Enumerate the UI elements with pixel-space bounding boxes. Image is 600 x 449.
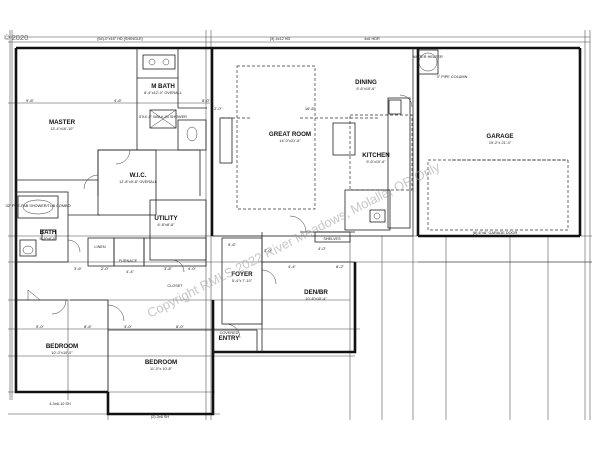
garage-door-note: (8)-6"x8" GARAGE DOOR bbox=[473, 231, 518, 235]
room-label-mbath: M BATH bbox=[151, 83, 175, 90]
room-size-bedroom-1: 10'-0"x10'-0" bbox=[51, 351, 73, 355]
dim-label: 4'-6" bbox=[114, 98, 123, 103]
kitchen-fixtures bbox=[219, 97, 411, 231]
dim-label: 8'-2" bbox=[336, 264, 345, 269]
dim-label: 5'-0" bbox=[36, 324, 45, 329]
furnace-note: FURNACE bbox=[119, 259, 138, 263]
water-heater bbox=[417, 49, 439, 75]
room-size-great-room: 14'-0"x21'-6" bbox=[279, 139, 301, 143]
room-label-utility: UTILITY bbox=[154, 215, 178, 222]
dim-label: 2'-0" bbox=[101, 266, 110, 271]
dim-label: 16'-8" bbox=[305, 106, 316, 111]
dim-label: 3'-6" bbox=[74, 266, 83, 271]
room-size-wic: 12'-8"x9'-8" OVERALL bbox=[119, 180, 157, 184]
room-note-entry: COVERED bbox=[220, 331, 239, 335]
room-label-foyer: FOYER bbox=[231, 271, 253, 278]
room-label-entry: ENTRY bbox=[219, 335, 241, 342]
room-label-bedroom-1: BEDROOM bbox=[46, 343, 78, 350]
shelves-note: SHELVES bbox=[323, 237, 341, 241]
dim-label: 3'-8" bbox=[164, 266, 173, 271]
dim-label: 4'-0" bbox=[318, 246, 327, 251]
linen-note: LINEN bbox=[94, 245, 105, 249]
interior-walls bbox=[15, 48, 420, 392]
room-label-den: DEN/BR bbox=[304, 289, 328, 296]
water-heater-note: WATER HEATER bbox=[413, 55, 443, 59]
room-label-wic: W.I.C. bbox=[130, 172, 147, 179]
dim-label: 3'-0" bbox=[264, 248, 273, 253]
dim-label: 4'-4" bbox=[126, 269, 135, 274]
room-label-kitchen: KITCHEN bbox=[362, 152, 390, 159]
header-note-top-left: (54)-0"x16" HD (SHINGLE) bbox=[97, 37, 143, 41]
exterior-walls bbox=[14, 46, 582, 416]
header-note-bottom-left: 4-0x6-10 SH bbox=[49, 402, 71, 406]
shower-note: 32" PRE-FAB SHOWER/TUB COMBO bbox=[5, 204, 70, 208]
bath-fixtures bbox=[17, 54, 207, 257]
room-size-den: 10'-6"x10'-4" bbox=[305, 297, 327, 301]
room-label-master: MASTER bbox=[49, 119, 76, 126]
ceiling-outlines bbox=[222, 65, 569, 231]
room-size-bath: 5'-8"x8'-0" bbox=[39, 237, 57, 241]
header-note-top-right: 4x6 HDR bbox=[364, 37, 380, 41]
room-label-great-room: GREAT ROOM bbox=[269, 131, 311, 138]
closet-note: CLOSET bbox=[167, 284, 183, 288]
room-size-mbath: 8'-4"x12'-0" OVERALL bbox=[144, 91, 182, 95]
dim-label: 4'-4" bbox=[288, 264, 297, 269]
dim-label: 2'-0" bbox=[214, 106, 223, 111]
room-size-master: 13'-4"x16'-10" bbox=[50, 127, 74, 131]
header-note-top-mid: (3) 4x12 HD bbox=[270, 37, 291, 41]
room-size-bedroom-2: 11'-0"x 10'-8" bbox=[150, 367, 173, 371]
dim-label: 4'-0" bbox=[188, 266, 197, 271]
room-size-utility: 6'-8"x8'-8" bbox=[157, 223, 175, 227]
dim-label: 8'-0" bbox=[176, 324, 185, 329]
room-size-foyer: 5'-4"x 7'-10" bbox=[232, 279, 253, 283]
room-label-dining: DINING bbox=[355, 79, 377, 86]
dimension-labels: 9'-8" 4'-6" 2'-0" 16'-8" 8'-0" 3'-6" 2'-… bbox=[26, 98, 345, 329]
dim-label: 8'-0" bbox=[202, 98, 211, 103]
dim-label: 5'-6" bbox=[228, 242, 237, 247]
watermark-text: Copyright RMLS 2022 River Meadows, Molal… bbox=[145, 159, 443, 321]
walkin-shower-note: 5'X4'-0" WALK-IN SHOWER bbox=[139, 115, 187, 119]
dimension-grid bbox=[8, 30, 592, 420]
dim-label: 9'-8" bbox=[26, 98, 35, 103]
copyright-mark: © 2020 bbox=[4, 33, 28, 42]
header-note-bottom-mid: (2)-3x6 SH bbox=[151, 415, 170, 419]
room-size-kitchen: 9'-6"x10'-6" bbox=[366, 160, 386, 164]
room-label-bath: BATH bbox=[40, 229, 57, 236]
room-label-bedroom-2: BEDROOM bbox=[145, 359, 177, 366]
doors bbox=[27, 94, 413, 339]
room-label-garage: GARAGE bbox=[486, 133, 513, 140]
post-note: 3" PIPE COLUMN bbox=[437, 75, 468, 79]
room-size-dining: 9'-6"x10'-6" bbox=[356, 87, 376, 91]
dim-label: 8'-6" bbox=[84, 324, 93, 329]
room-size-garage: 19'-2"x 21'-4" bbox=[489, 141, 512, 145]
dim-label: 3'-0" bbox=[124, 324, 133, 329]
